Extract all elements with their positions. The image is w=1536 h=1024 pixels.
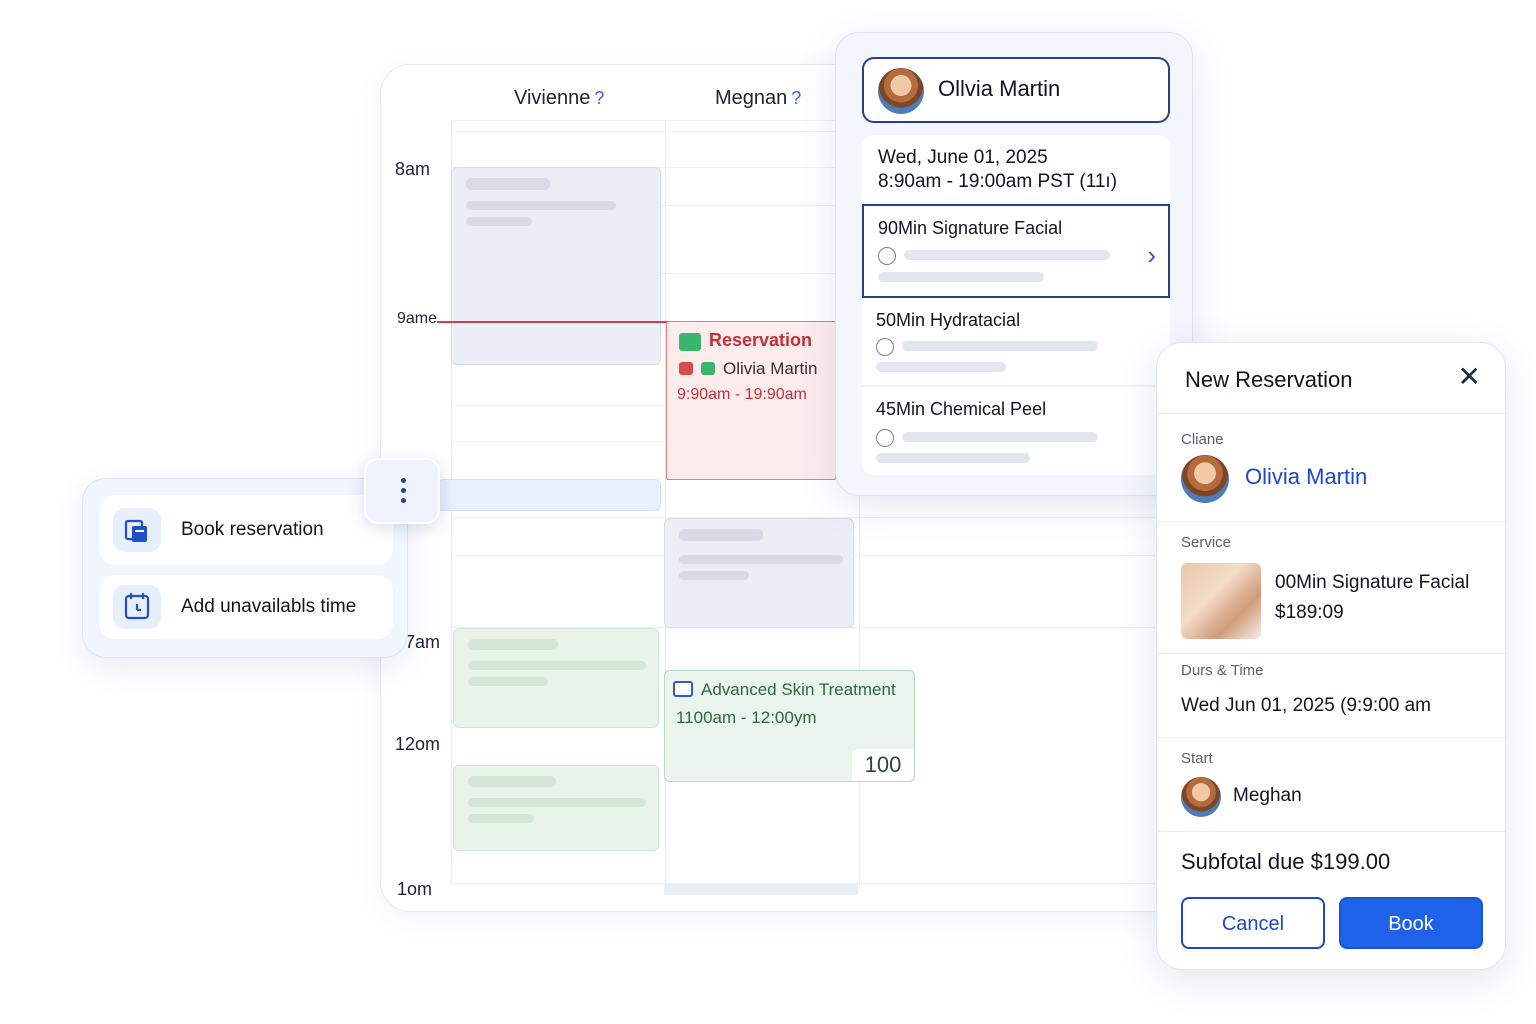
service-option-hydrafacial[interactable]: 50Min Hydratacial [862, 298, 1170, 386]
menu-item-label: Book reservation [181, 519, 324, 540]
menu-item-book-reservation[interactable]: Book reservation [99, 495, 393, 565]
datetime-caption: Durs & Time [1181, 662, 1264, 679]
divider [1157, 653, 1505, 654]
card-icon [679, 362, 693, 375]
avatar [1181, 777, 1221, 817]
treatment-icon [673, 681, 693, 697]
service-name: 00Min Signature Facial [1275, 572, 1470, 593]
grid-line [451, 205, 1159, 206]
radio-button[interactable] [878, 247, 896, 265]
service-name: 45Min Chemical Peel [876, 399, 1047, 419]
appointment-placeholder[interactable] [664, 518, 854, 628]
column-header-vivienne[interactable]: Vivienne? [514, 87, 604, 110]
appointment-placeholder[interactable] [437, 479, 661, 511]
context-menu: Book reservation Add unavailabls time [82, 478, 408, 658]
appointment-date: Wed, June 01, 2025 [878, 147, 1048, 168]
grid-line [451, 131, 1159, 132]
calendar-clock-icon [113, 585, 161, 629]
help-icon[interactable]: ? [594, 88, 605, 108]
treatment-event[interactable]: Advanced Skin Treatment 1100am - 12:00ym… [664, 670, 915, 782]
time-label: 7am [405, 632, 441, 652]
column-name: Vivienne [514, 87, 591, 109]
treatment-count-badge: 100 [852, 749, 914, 781]
grid-line [451, 517, 1159, 518]
radio-button[interactable] [876, 429, 894, 447]
dialog-title: New Reservation [1185, 367, 1353, 392]
menu-item-label: Add unavailabls time [181, 596, 357, 617]
staff-caption: Start [1181, 750, 1213, 767]
calendar-copy-icon [113, 508, 161, 552]
subtotal: Subfotal due $199.00 [1181, 849, 1391, 874]
appointment-datetime: Wed, June 01, 2025 8:90am - 19:00am PST … [862, 135, 1170, 203]
time-label: 12om [395, 734, 441, 754]
service-selection-panel: Ollvia Martin Wed, June 01, 2025 8:90am … [835, 32, 1193, 496]
staff-name[interactable]: Meghan [1233, 785, 1302, 806]
reservation-time: 9:90am - 19:90am [677, 386, 807, 403]
kebab-icon [401, 478, 407, 508]
divider [1157, 831, 1505, 832]
divider [1157, 737, 1505, 738]
grid-line [451, 273, 1159, 274]
close-icon[interactable]: ✕ [1457, 361, 1481, 392]
column-header-megnan[interactable]: Megnan? [715, 87, 801, 110]
time-label: 1om [397, 879, 433, 899]
reservation-icon [679, 333, 701, 351]
column-name: Megnan [715, 87, 788, 109]
current-time-indicator [437, 321, 837, 323]
service-thumbnail [1181, 563, 1261, 639]
book-button[interactable]: Book [1339, 897, 1483, 949]
datetime-value[interactable]: Wed Jun 01, 2025 (9:9:00 am [1181, 695, 1431, 716]
reservation-client: Olivia Martin [723, 359, 818, 378]
client-caption: Cliane [1181, 431, 1224, 448]
client-selector[interactable]: Ollvia Martin [862, 57, 1170, 123]
time-label: 8am [395, 159, 431, 179]
treatment-title: Advanced Skin Treatment [701, 680, 896, 699]
treatment-time: 1100am - 12:00ym [676, 708, 817, 727]
radio-button[interactable] [876, 338, 894, 356]
new-reservation-dialog: New Reservation ✕ Cliane Olivia Martin S… [1156, 342, 1506, 970]
service-name: 90Min Signature Facial [878, 218, 1063, 238]
divider [1157, 521, 1505, 522]
divider [1157, 413, 1505, 414]
service-icon [701, 362, 715, 375]
grid-line [665, 120, 666, 885]
grid-line [451, 120, 1159, 121]
help-icon[interactable]: ? [791, 88, 802, 108]
chevron-right-icon[interactable]: › [1147, 240, 1156, 270]
service-name: 50Min Hydratacial [876, 310, 1021, 330]
appointment-placeholder[interactable] [453, 628, 659, 728]
appointment-placeholder [664, 883, 858, 895]
grid-line [451, 167, 1159, 168]
appointment-placeholder[interactable] [453, 765, 659, 851]
service-price: $189:09 [1275, 602, 1344, 623]
client-name-link[interactable]: Olivia Martin [1245, 464, 1368, 489]
menu-item-add-unavailable-time[interactable]: Add unavailabls time [99, 575, 393, 639]
service-option-chemical-peel[interactable]: 45Min Chemical Peel [862, 387, 1170, 475]
time-label: 9ame [397, 310, 438, 327]
more-options-button[interactable] [364, 458, 440, 524]
cancel-button[interactable]: Cancel [1181, 897, 1325, 949]
service-option-signature-facial[interactable]: 90Min Signature Facial › [862, 204, 1170, 298]
avatar [878, 68, 924, 114]
reservation-title: Reservation [709, 330, 813, 350]
client-name: Ollvia Martin [938, 76, 1061, 101]
appointment-time-range: 8:90am - 19:00am PST (11ı) [878, 171, 1118, 192]
reservation-event[interactable]: Reservation Olivia Martin 9:90am - 19:90… [666, 321, 836, 480]
service-caption: Service [1181, 534, 1232, 551]
appointment-placeholder[interactable] [451, 167, 661, 365]
avatar [1181, 455, 1229, 503]
grid-line [859, 120, 860, 885]
